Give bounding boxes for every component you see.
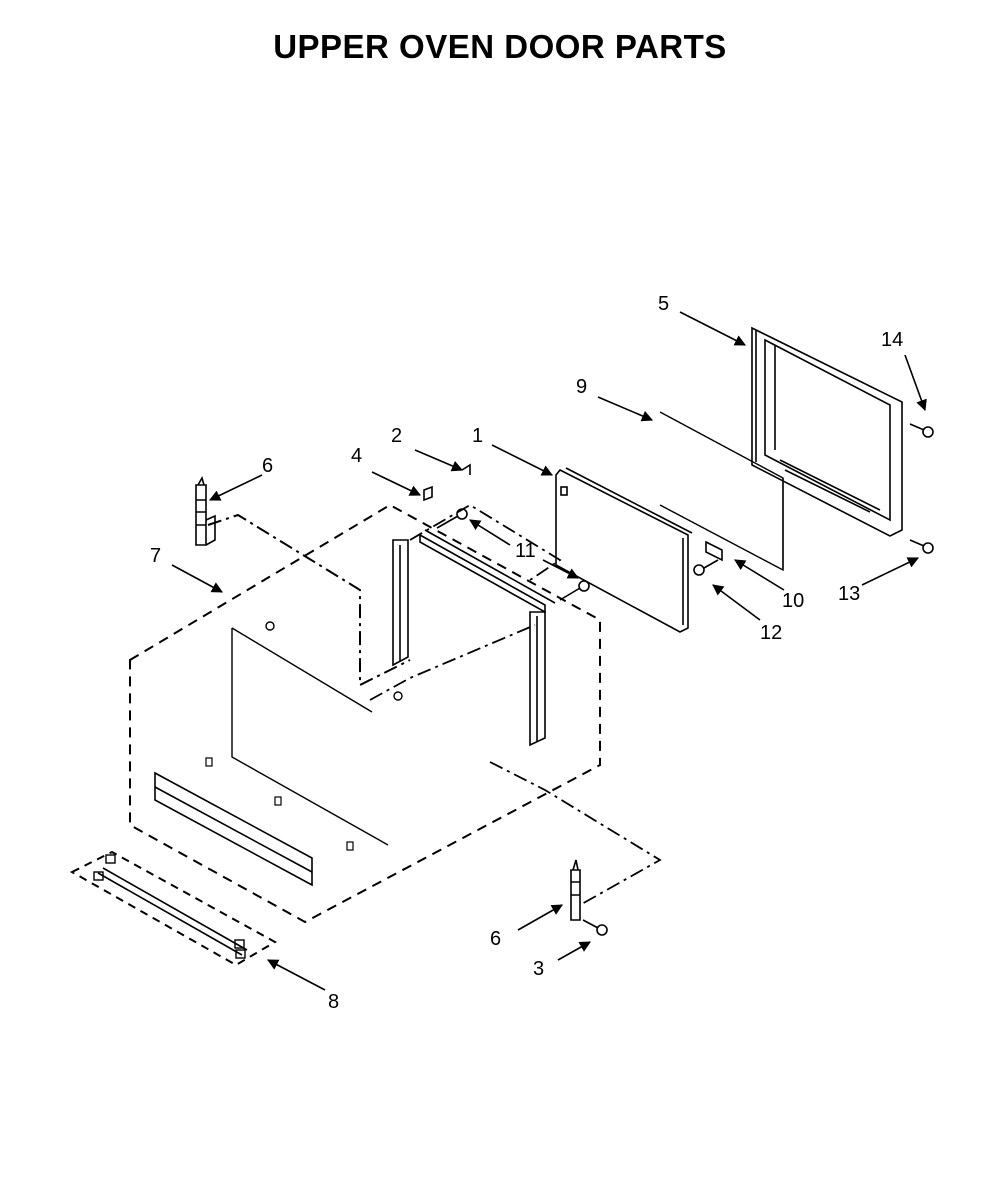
callout-2: 2 bbox=[391, 425, 402, 447]
hinge-left-guide-line bbox=[207, 513, 411, 687]
door-outer-panel bbox=[129, 503, 601, 924]
hinge-right-guide-line bbox=[489, 761, 662, 906]
callout-14: 14 bbox=[881, 329, 903, 351]
clip-2 bbox=[461, 463, 471, 475]
hinge-right bbox=[570, 859, 581, 921]
door-glass bbox=[659, 411, 784, 572]
inner-glass-panel bbox=[555, 467, 693, 633]
bracket-10 bbox=[705, 540, 723, 562]
callout-13: 13 bbox=[838, 583, 860, 605]
callout-7: 7 bbox=[150, 545, 161, 567]
screw-11a bbox=[436, 508, 468, 529]
callout-12: 12 bbox=[760, 622, 782, 644]
callout-arrows bbox=[171, 311, 927, 991]
door-trim-strip bbox=[154, 771, 313, 887]
callout-11: 11 bbox=[515, 540, 536, 562]
callout-8: 8 bbox=[328, 991, 339, 1013]
page-title: UPPER OVEN DOOR PARTS bbox=[273, 28, 727, 65]
callout-5: 5 bbox=[658, 293, 669, 315]
callout-6-left: 6 bbox=[262, 455, 273, 477]
callout-6-right: 6 bbox=[490, 928, 501, 950]
frame-guide-line-bottom bbox=[369, 624, 536, 701]
door-handle bbox=[69, 850, 278, 967]
screw-14 bbox=[909, 423, 934, 438]
callout-4: 4 bbox=[351, 445, 362, 467]
callout-3: 3 bbox=[533, 958, 544, 980]
inner-door-frame bbox=[392, 529, 556, 747]
screw-3 bbox=[582, 919, 608, 936]
screw-13 bbox=[909, 539, 934, 554]
hinge-left bbox=[195, 475, 216, 546]
callout-9: 9 bbox=[576, 376, 587, 398]
callout-10: 10 bbox=[782, 590, 804, 612]
bracket-4 bbox=[423, 485, 433, 502]
screw-12 bbox=[693, 559, 719, 576]
frame-guide-line-top bbox=[409, 503, 562, 581]
screw-11b bbox=[559, 580, 590, 601]
door-outer-frame bbox=[751, 326, 903, 537]
callout-1: 1 bbox=[472, 425, 483, 447]
